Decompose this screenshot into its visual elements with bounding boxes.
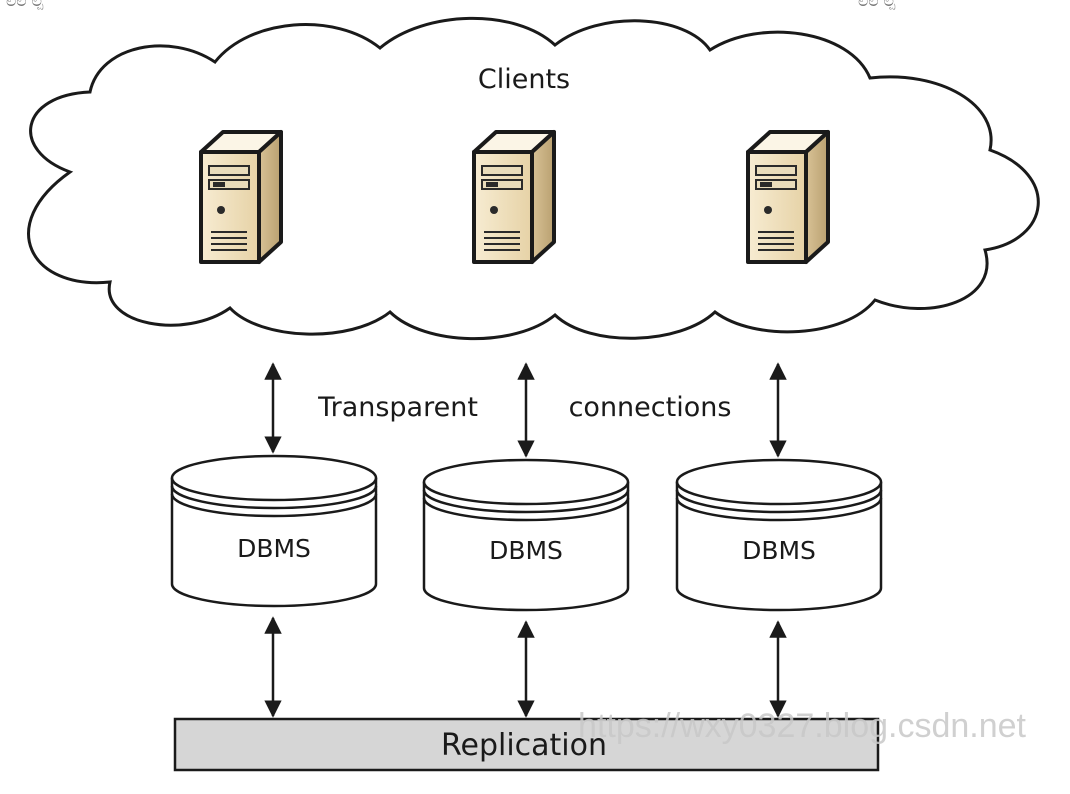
server-icon <box>199 130 283 264</box>
replication-bar <box>173 717 880 772</box>
dbms-label-2: DBMS <box>489 536 563 565</box>
dbms-cylinder-2 <box>422 458 630 612</box>
transparent-label: Transparent <box>317 392 478 423</box>
clients-label: Clients <box>478 64 570 95</box>
dbms-label-1: DBMS <box>237 534 311 563</box>
dbms-label-3: DBMS <box>742 536 816 565</box>
connections-label: connections <box>569 392 732 423</box>
corner-text-left: ಲಿಲ ಲ್ಪ <box>6 0 44 11</box>
server-icon <box>746 130 830 264</box>
replication-label: Replication <box>441 728 607 763</box>
dbms-cylinder-1 <box>170 454 378 608</box>
server-icon <box>472 130 556 264</box>
watermark: https://wxy0327.blog.csdn.net <box>578 707 1026 745</box>
corner-text-right: ಲಿಲ ಲ್ಪ <box>858 0 896 11</box>
dbms-cylinder-3 <box>675 458 883 612</box>
